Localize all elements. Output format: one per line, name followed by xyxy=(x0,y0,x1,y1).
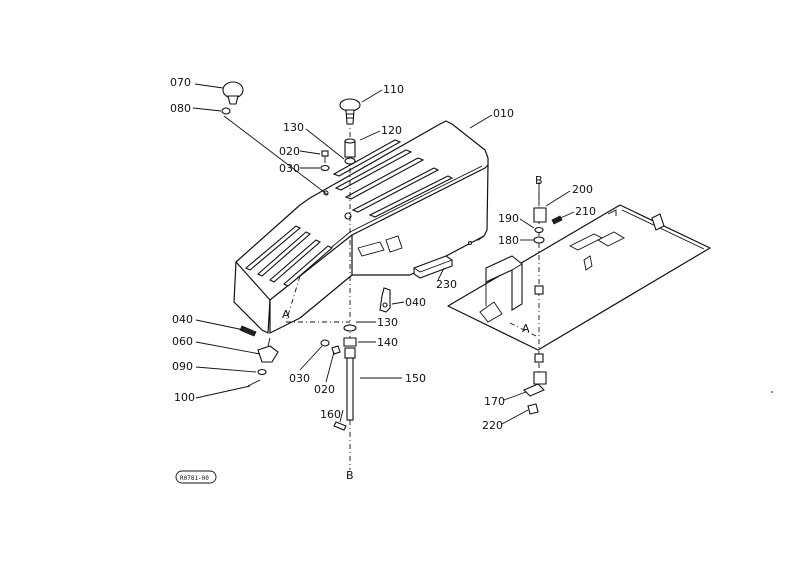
washer-180 xyxy=(533,236,545,244)
marker-b-bottom: B xyxy=(346,469,354,482)
callout-120: 120 xyxy=(381,124,402,137)
callout-170: 170 xyxy=(484,395,505,408)
callout-040-left: 040 xyxy=(172,313,193,326)
callout-230: 230 xyxy=(436,278,457,291)
knob-110 xyxy=(339,98,361,125)
callout-150: 150 xyxy=(405,372,426,385)
knob-070 xyxy=(222,81,244,105)
callout-180: 180 xyxy=(498,234,519,247)
stray-dot xyxy=(771,391,773,393)
callout-160: 160 xyxy=(320,408,341,421)
callout-labels: 070 080 110 010 130 120 020 030 230 040 … xyxy=(170,76,596,432)
bolt-220 xyxy=(527,403,539,415)
floor-plate xyxy=(447,204,711,351)
callout-140: 140 xyxy=(377,336,398,349)
rod-170 xyxy=(523,371,547,397)
bolt-020-low xyxy=(331,345,341,355)
bushing-plate xyxy=(534,285,544,363)
spacer-120 xyxy=(344,138,356,158)
callout-130-low: 130 xyxy=(377,316,398,329)
marker-b-top: B xyxy=(535,174,543,187)
callout-010: 010 xyxy=(493,107,514,120)
callout-020-low: 020 xyxy=(314,383,335,396)
washer-030-top xyxy=(320,164,330,172)
latch-060 xyxy=(257,337,279,363)
callout-100: 100 xyxy=(174,391,195,404)
section-markers: B B A A xyxy=(282,174,543,482)
callout-030-top: 030 xyxy=(279,162,300,175)
marker-a-left: A xyxy=(282,308,290,321)
callout-200: 200 xyxy=(572,183,593,196)
reference-code: R0781-00 xyxy=(180,475,209,482)
washer-190 xyxy=(534,226,544,234)
callout-060: 060 xyxy=(172,335,193,348)
washer-080 xyxy=(221,107,329,196)
callout-130-top: 130 xyxy=(283,121,304,134)
collar-200 xyxy=(533,207,547,223)
washer-030-low xyxy=(320,339,330,347)
spring-040-left xyxy=(239,325,257,337)
nut-140 xyxy=(343,337,357,359)
callout-080: 080 xyxy=(170,102,191,115)
bolt-020-top xyxy=(321,150,329,163)
washer-130-top xyxy=(344,157,356,165)
rod-150 xyxy=(346,357,354,421)
callout-040-right: 040 xyxy=(405,296,426,309)
callout-020-top: 020 xyxy=(279,145,300,158)
reference-stamp: R0781-00 xyxy=(175,470,217,484)
pin-160 xyxy=(333,421,347,431)
marker-a-right: A xyxy=(522,322,530,335)
washer-090 xyxy=(257,368,267,376)
washer-130-low xyxy=(343,324,357,332)
callout-090: 090 xyxy=(172,360,193,373)
leader-lines xyxy=(192,83,575,425)
cover-panel xyxy=(233,120,489,334)
callout-110: 110 xyxy=(383,83,404,96)
callout-220: 220 xyxy=(482,419,503,432)
callout-210: 210 xyxy=(575,205,596,218)
callout-030-low: 030 xyxy=(289,372,310,385)
callout-190: 190 xyxy=(498,212,519,225)
pin-100 xyxy=(247,379,261,387)
callout-070: 070 xyxy=(170,76,191,89)
